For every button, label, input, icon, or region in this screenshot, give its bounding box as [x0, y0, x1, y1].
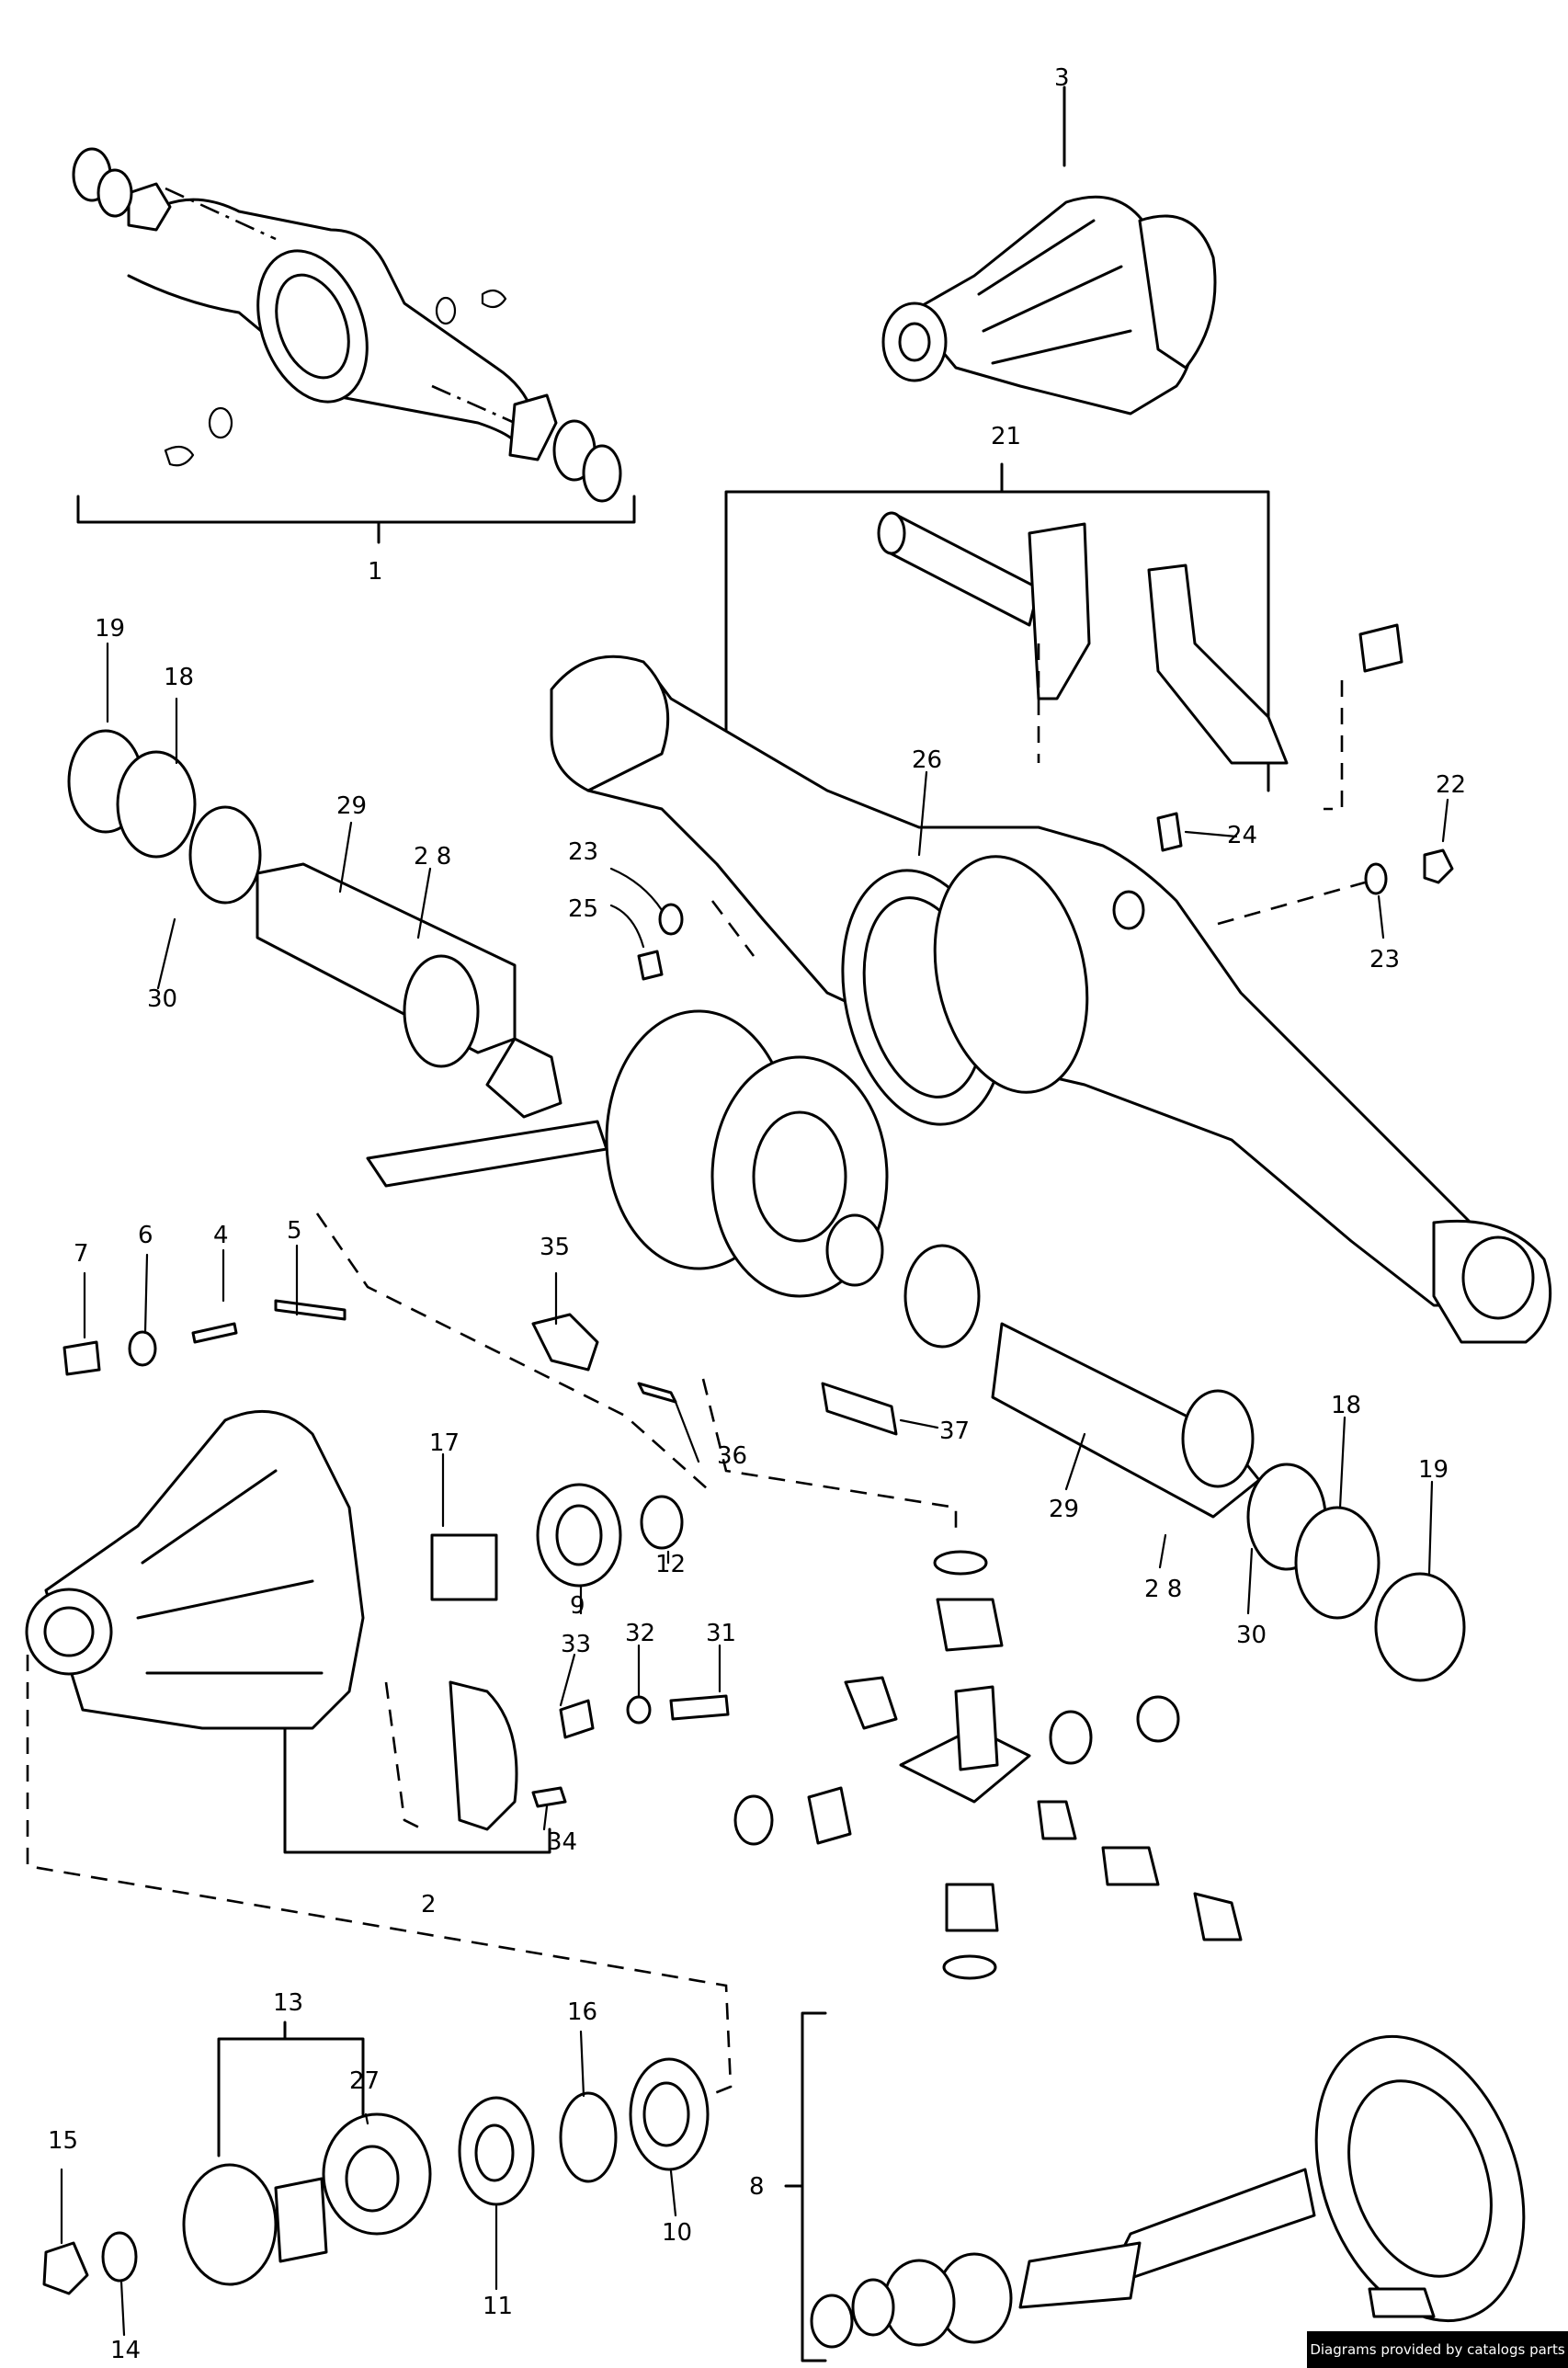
callout-3: 3 [1054, 64, 1070, 92]
callout-26: 26 [912, 746, 942, 774]
callout-15: 15 [48, 2127, 78, 2155]
credit-badge: Diagrams provided by catalogs parts [1307, 2331, 1568, 2368]
callout-21: 21 [991, 423, 1021, 450]
callout-1: 1 [368, 558, 383, 586]
callout-34: 34 [547, 1828, 577, 1856]
callout-36: 36 [717, 1442, 747, 1470]
axle-housing-assembly-drawing [72, 147, 636, 544]
callout-4: 4 [213, 1222, 229, 1249]
callout-37: 37 [939, 1417, 970, 1445]
leader-lines [60, 642, 1449, 2337]
callout-16: 16 [567, 1998, 597, 2026]
callout-7: 7 [74, 1240, 89, 1268]
callout-8: 8 [749, 2173, 765, 2201]
callout-30b: 30 [1236, 1622, 1267, 1649]
callout-labels: 1 2 3 4 5 6 7 8 9 10 11 12 13 14 15 16 1… [48, 64, 1466, 2364]
callout-32: 32 [625, 1620, 655, 1647]
companion-flange-drawing [42, 2021, 710, 2295]
callout-28a: 2 8 [414, 843, 451, 871]
callout-29a: 29 [336, 792, 367, 820]
callout-19a: 19 [95, 615, 125, 643]
callout-10: 10 [662, 2219, 692, 2247]
spider-gears-drawing [733, 1550, 1243, 1980]
callout-29b: 29 [1049, 1496, 1079, 1523]
callout-11: 11 [483, 2293, 513, 2320]
pinion-housing-drawing [25, 1409, 733, 2098]
callout-23b: 23 [1369, 946, 1400, 973]
callout-25: 25 [568, 895, 598, 923]
callout-30a: 30 [147, 985, 177, 1013]
callout-18b: 18 [1331, 1392, 1361, 1419]
callout-33: 33 [561, 1631, 591, 1658]
callout-23a: 23 [568, 838, 598, 866]
callout-19b: 19 [1418, 1456, 1449, 1484]
callout-2: 2 [421, 1891, 437, 1918]
fittings-drawing [637, 812, 1454, 981]
differential-case-drawing [605, 1009, 889, 1298]
brackets-drawing [724, 462, 1403, 811]
callout-24: 24 [1227, 822, 1257, 849]
callout-31: 31 [706, 1620, 736, 1647]
callout-5: 5 [287, 1217, 302, 1245]
callout-14: 14 [110, 2337, 141, 2364]
callout-13: 13 [273, 1989, 303, 2017]
axle-housing-drawing [550, 655, 1552, 1344]
callout-12: 12 [655, 1551, 686, 1578]
callout-35: 35 [540, 1234, 570, 1261]
callout-28b: 2 8 [1144, 1576, 1182, 1603]
callout-22: 22 [1436, 771, 1466, 799]
callout-6: 6 [138, 1222, 153, 1249]
ring-pinion-gear-drawing [784, 2011, 1526, 2362]
left-axle-shaft-drawing [67, 729, 608, 1188]
callout-9: 9 [570, 1592, 585, 1620]
callout-17: 17 [429, 1429, 460, 1457]
fasteners-drawing [62, 1212, 958, 1531]
right-axle-shaft-drawing [903, 1244, 1466, 1682]
callout-27: 27 [349, 2067, 380, 2095]
differential-carrier-drawing [881, 85, 1217, 416]
callout-18a: 18 [164, 664, 194, 691]
